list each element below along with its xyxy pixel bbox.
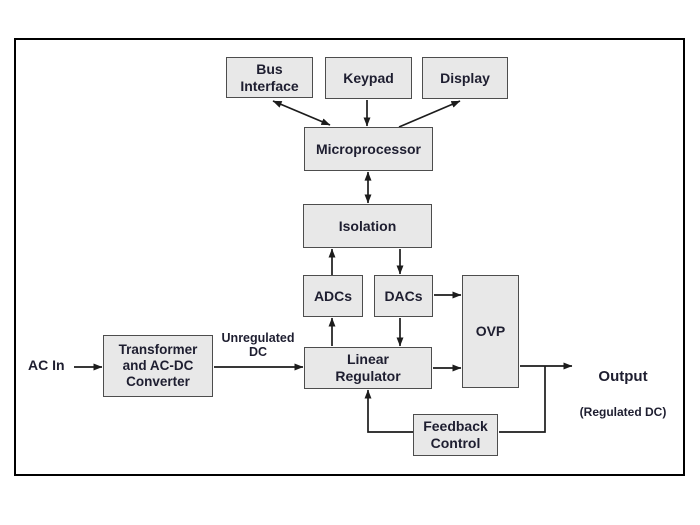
- block-bus-interface: Bus Interface: [226, 57, 313, 98]
- block-dacs: DACs: [374, 275, 433, 317]
- label-ac-in: AC In: [28, 357, 65, 373]
- arrow-microprocessor-to-display: [398, 100, 461, 128]
- label-output-main: Output: [598, 368, 648, 386]
- block-keypad: Keypad: [325, 57, 412, 99]
- arrow-feedback-control-to-linear-regulator: [364, 389, 413, 433]
- block-adcs: ADCs: [303, 275, 363, 317]
- block-isolation: Isolation: [303, 204, 432, 248]
- label-unregulated-dc: Unregulated DC: [221, 331, 295, 360]
- block-microprocessor: Microprocessor: [304, 127, 433, 171]
- block-display: Display: [422, 57, 508, 99]
- wire-output-to-feedback-control: [499, 366, 546, 433]
- label-output: Output (Regulated DC): [570, 350, 676, 438]
- arrow-bus-interface-microprocessor: [272, 100, 331, 126]
- block-feedback-control: Feedback Control: [413, 414, 498, 456]
- block-transformer-ac-dc-converter: Transformer and AC-DC Converter: [103, 335, 213, 397]
- diagram-frame: [14, 38, 685, 476]
- block-ovp: OVP: [462, 275, 519, 388]
- block-linear-regulator: Linear Regulator: [304, 347, 432, 389]
- label-output-sub: (Regulated DC): [579, 405, 667, 420]
